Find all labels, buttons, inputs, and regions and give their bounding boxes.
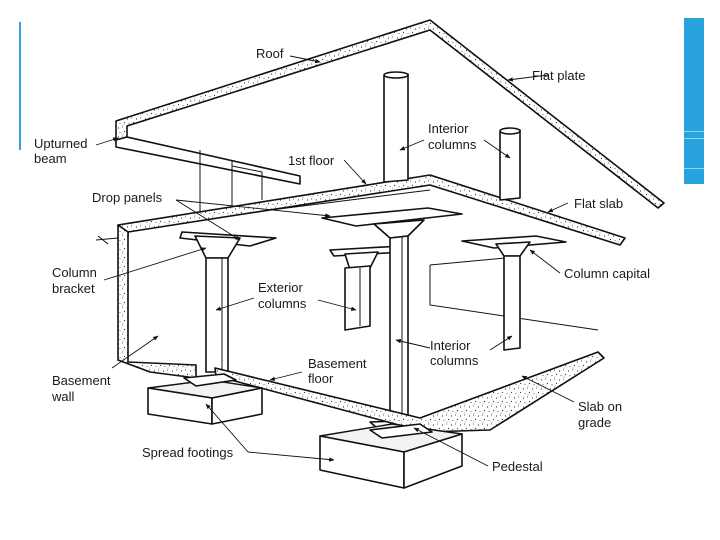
labels: Roof Flat plate Upturned beam Interior c…: [34, 46, 650, 474]
label-basement-floor: floor: [308, 371, 334, 386]
label-interior-columns-low: Interior: [430, 338, 471, 353]
label-slab-on-grade: Slab on: [578, 399, 622, 414]
spread-footing-right: [319, 423, 463, 489]
label-exterior-columns: columns: [258, 296, 307, 311]
label-upturned-beam: beam: [34, 151, 67, 166]
label-basement-floor: Basement: [308, 356, 367, 371]
label-spread-footings: Spread footings: [142, 445, 234, 460]
label-basement-wall: wall: [51, 389, 75, 404]
label-drop-panels: Drop panels: [92, 190, 163, 205]
label-exterior-columns: Exterior: [258, 280, 303, 295]
interior-column-back: [461, 235, 567, 351]
upturned-beam: [115, 136, 301, 185]
label-interior-columns-low: columns: [430, 353, 479, 368]
interior-columns-upper: [383, 71, 521, 201]
label-pedestal: Pedestal: [492, 459, 543, 474]
basement-back-wall: [199, 150, 599, 331]
label-flat-slab: Flat slab: [574, 196, 623, 211]
label-slab-on-grade: grade: [578, 415, 611, 430]
label-roof: Roof: [256, 46, 284, 61]
tab-stripe: [684, 138, 704, 139]
left-accent-rule: [19, 22, 21, 150]
label-column-capital: Column capital: [564, 266, 650, 281]
spread-footing-left: [147, 373, 263, 425]
tab-stripe: [684, 168, 704, 169]
label-interior-columns-top: columns: [428, 137, 477, 152]
label-basement-wall: Basement: [52, 373, 111, 388]
slab-on-grade: [214, 351, 605, 433]
label-interior-columns-top: Interior: [428, 121, 469, 136]
basement-wall: [95, 224, 197, 379]
label-column-bracket: Column: [52, 265, 97, 280]
label-column-bracket: bracket: [52, 281, 95, 296]
leader-lines: [95, 55, 575, 467]
label-upturned-beam: Upturned: [34, 136, 87, 151]
label-1st-floor: 1st floor: [288, 153, 335, 168]
right-accent-tab: [684, 18, 704, 184]
label-flat-plate: Flat plate: [532, 68, 585, 83]
tab-stripe: [684, 131, 704, 132]
